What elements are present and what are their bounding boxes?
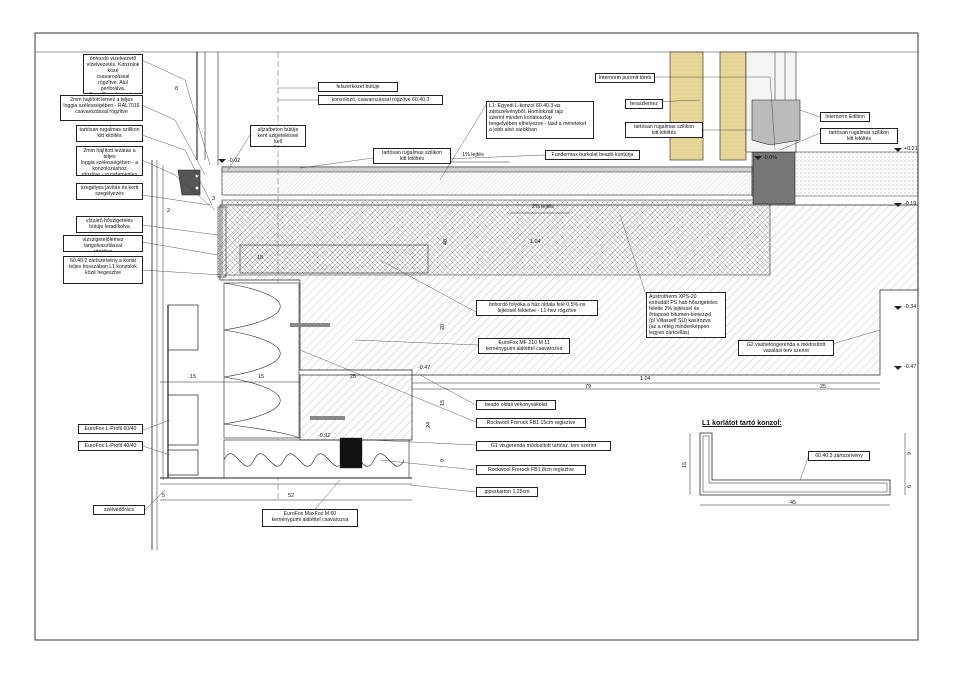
dim-48: 48 — [443, 239, 449, 245]
detail-title: L1 korlátot tartó konzol: — [702, 420, 782, 427]
label-hajlitott2: 2mm hajlított lezárás a teljes loggia sz… — [76, 146, 143, 176]
label-tartosan4: tartósan rugalmas szilikon kitt kitöltés — [820, 128, 898, 144]
level-l1: -0.02 — [228, 158, 241, 164]
level-mark-1 — [218, 159, 226, 163]
level-l5: -0.34 — [904, 304, 917, 310]
label-hajlitott1: 2mm hajlított lemez a teljes loggia szél… — [60, 95, 143, 121]
label-konzolozo: konzolozó, csavarozással rögzítve 60.40.… — [318, 95, 443, 105]
rockwool-8cm — [223, 439, 410, 479]
rockwool-15cm — [223, 282, 300, 439]
dim-20: 20 — [440, 324, 446, 330]
level-mark-3 — [894, 148, 902, 152]
gutter-profile — [177, 169, 201, 196]
l1-leader — [799, 457, 809, 481]
label-eurofox-mf: EuroFox MF 210 M 11 keménygumi alátéttel… — [478, 338, 570, 354]
dim-15a: 15 — [190, 374, 196, 380]
label-fundermax: Fundermax burkolat beadó kontúrja — [545, 150, 640, 160]
l-profile-60 — [167, 304, 199, 351]
dim-5: 5 — [162, 493, 165, 499]
label-vizszigetelo: vízszigetelőlemez lángolvasztással rögzí… — [63, 235, 143, 252]
dim-104b: 1.04 — [640, 376, 651, 382]
label-rockwool-8: Rockwool Frerock FB1 8cm regisztve — [476, 465, 586, 475]
dim-8: 8 — [175, 86, 178, 92]
level-l7: -0.47 — [418, 365, 431, 371]
label-teraszlemez: teraszlemez — [625, 99, 663, 109]
label-g1: G1 vb.gerenda módosított tartósz. terv s… — [476, 441, 611, 451]
label-beado-oldali: beadó oldali vékonyvakolat — [476, 400, 556, 410]
dim-79: 79 — [585, 384, 591, 390]
label-eurofox-l40: EuroFox L-Profil 40/40 — [78, 441, 143, 451]
l1-bracket-inner — [702, 435, 888, 493]
dim-18: 18 — [257, 255, 263, 261]
label-vizzaro: vízzáró hőszigetelés bütüje leradíkolva — [76, 216, 143, 233]
label-tartosan3: tartósan rugalmas szilikon kitt kitöltés — [625, 122, 703, 138]
slope-label-2: 2% lejtés — [532, 204, 554, 210]
level-l3: +0.21 — [904, 146, 918, 152]
label-tartosan2: tartósan rugalmas szilikon kitt kitöltés — [373, 148, 451, 164]
dim-52: 52 — [288, 493, 294, 499]
dim-9: 9 — [440, 459, 446, 462]
label-onhordo: önhordó vízelvezető vízelvezetés. Konzol… — [83, 54, 143, 94]
label-internorm-edition: Internorm Edition — [820, 112, 870, 122]
level-mark-5 — [894, 306, 902, 310]
label-zartszelveny: 60.40.2 zártszelvény a korlát teljes hos… — [63, 256, 143, 284]
dim-104: 1.04 — [530, 239, 541, 245]
dim-2: 2 — [167, 208, 170, 214]
dim-25: 25 — [820, 384, 826, 390]
rockwool-8cm-waves — [223, 453, 405, 467]
level-l8: -0.92 — [318, 433, 331, 439]
label-rockwool-15: Rockwool Frerock FB1 15cm regisztve — [476, 418, 586, 428]
label-g2: G2 vasbetongerenda a módosított vasalási… — [738, 340, 834, 356]
sheet-frame — [34, 32, 919, 641]
slope-label-1: 1% lejtés — [462, 152, 484, 158]
label-detail-note: 60.40.3 zártszelvény — [808, 451, 870, 461]
dim-3: 3 — [212, 196, 215, 202]
label-felszerkezet: felszerkezet bütüje — [318, 82, 398, 92]
l1-bracket-detail — [689, 432, 906, 506]
dim-45: 45 — [790, 500, 796, 506]
label-gipszkarton: gipszkarton 1.25cm — [476, 487, 538, 497]
dim-9b: 9 — [907, 452, 913, 455]
label-austrotherm: Austrotherm XPS-20 extrudált PS hab hősz… — [646, 292, 726, 338]
dim-25b: 25 — [350, 374, 356, 380]
label-tartosan1: tartósan rugalmas szilikon kitt kitöltés — [76, 125, 143, 142]
label-szelvedorcs: szélvédőrács — [93, 505, 145, 515]
gutter-bolt-2 — [194, 185, 199, 190]
level-l6: -0.47 — [904, 364, 917, 370]
l-profile-40 — [167, 394, 199, 446]
dim-15c: 15 — [440, 400, 446, 406]
label-eurofox-l60: EuroFox L-Profil 60/40 — [78, 424, 143, 434]
l-profile-bottom — [167, 449, 199, 476]
dim-24: 24 — [426, 422, 432, 428]
wood-panel-left — [669, 51, 704, 161]
label-eurofox-maxfox: EuroFox MaxFox M 60 keménygumi alátéttel… — [262, 509, 358, 527]
label-onhordo-folyoka: önhordó folyóka a ház oldala felé 0.5%-o… — [476, 300, 598, 316]
inner-band — [239, 244, 429, 274]
level-l4: -0.19 — [904, 201, 917, 207]
dim-15d: 15 — [682, 462, 688, 468]
label-aljzatbeton: aljzatbeton bütüje kent szigeteléssel ke… — [250, 125, 306, 147]
rockwool-waves — [223, 282, 300, 439]
level-mark-4 — [894, 203, 902, 207]
level-l2: -0.0% — [763, 155, 778, 161]
label-internorm-purenit: Internorm purenit tömb — [595, 73, 655, 83]
l1-bracket-shape — [699, 432, 891, 496]
edge-column — [217, 206, 227, 278]
dim-6: 6 — [907, 485, 913, 488]
g1-beam — [299, 374, 413, 441]
wood-panel-right — [719, 51, 747, 161]
label-szegelyes: szegélyes javítás és kerti szegélyezés — [76, 183, 143, 200]
window-profile — [751, 99, 801, 146]
level-mark-2 — [754, 156, 762, 160]
bracket-block — [339, 437, 363, 469]
level-mark-6 — [894, 366, 902, 370]
dim-15b: 15 — [258, 374, 264, 380]
label-l1-egyedi: L1: Egyedi L-konzol 60.40.3-as zártszelv… — [486, 101, 594, 139]
